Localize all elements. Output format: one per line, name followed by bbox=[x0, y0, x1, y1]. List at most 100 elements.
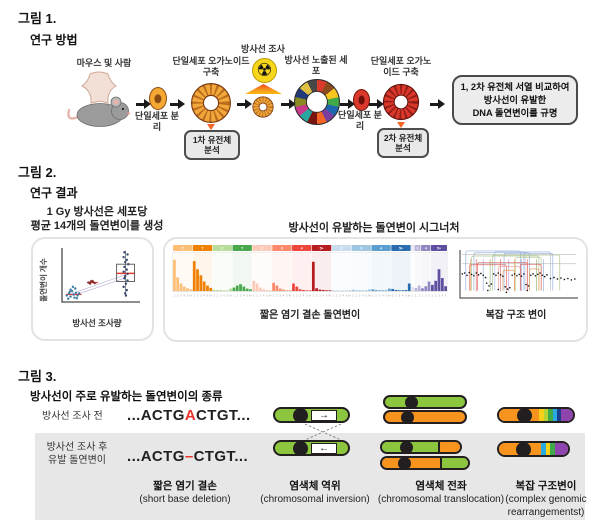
analysis1-line2: 분석 bbox=[204, 145, 220, 155]
type-label-complex: 복잡 구조변이 (complex genomic rearrangementst… bbox=[478, 480, 600, 519]
type-en: (chromosomal translocation) bbox=[377, 494, 505, 505]
indel-caption: 짧은 염기 결손 돌연변이 bbox=[259, 310, 361, 321]
flow-arrow-icon bbox=[340, 99, 355, 110]
dna-after: ...ACTG–CTGT... bbox=[127, 448, 248, 465]
svg-text:1: 1 bbox=[422, 295, 424, 298]
fig3-subheading: 방사선이 주로 유발하는 돌연변이의 종류 bbox=[30, 391, 223, 403]
svg-text:3: 3 bbox=[180, 295, 182, 298]
chromosome-inversion-before: → bbox=[273, 407, 350, 423]
svg-text:T: T bbox=[241, 247, 244, 251]
inversion-arrow-left-icon: ← bbox=[319, 442, 329, 454]
dna-after-prefix: ...ACTG bbox=[127, 448, 185, 465]
svg-text:5: 5 bbox=[445, 295, 447, 298]
svg-text:2: 2 bbox=[435, 295, 437, 298]
stat-line2: 평균 14개의 돌연변이를 생성 bbox=[30, 220, 164, 232]
svg-text:3: 3 bbox=[319, 295, 321, 298]
radiation-beam bbox=[245, 84, 282, 94]
after-row-line2: 유발 돌연변이 bbox=[48, 455, 106, 466]
svg-text:5+: 5+ bbox=[437, 247, 441, 251]
conclusion-box: 1, 2차 유전체 서열 비교하여 방사선이 유발한 DNA 돌연변이를 규명 bbox=[452, 75, 578, 125]
complex-sv-chart bbox=[459, 250, 578, 299]
analysis1-line1: 1차 유전체 bbox=[192, 134, 232, 145]
isolate1-label: 단일세포 분리 bbox=[135, 111, 179, 132]
svg-text:5: 5 bbox=[286, 295, 288, 298]
svg-text:C: C bbox=[221, 247, 224, 251]
svg-text:4: 4 bbox=[263, 295, 265, 298]
radiation-glyph: ☢ bbox=[256, 60, 273, 80]
exposed-cells-label: 방사선 노출된 세포 bbox=[284, 55, 348, 76]
organoid-small-icon bbox=[252, 96, 274, 118]
down-arrow-icon bbox=[207, 124, 215, 130]
svg-text:6+: 6+ bbox=[309, 295, 312, 298]
svg-text:2: 2 bbox=[296, 295, 298, 298]
flow-arrow-icon bbox=[430, 99, 445, 110]
svg-text:4: 4 bbox=[301, 247, 303, 251]
isolate2-label: 단일세포 분리 bbox=[338, 110, 382, 131]
svg-text:6+: 6+ bbox=[269, 295, 272, 298]
svg-text:2: 2 bbox=[177, 295, 179, 298]
svg-text:2: 2 bbox=[316, 295, 318, 298]
svg-text:1: 1 bbox=[412, 295, 414, 298]
svg-text:5: 5 bbox=[187, 295, 189, 298]
svg-text:2: 2 bbox=[425, 295, 427, 298]
conclusion-line1: 1, 2차 유전체 서열 비교하여 bbox=[460, 81, 570, 92]
dna-before-mut: A bbox=[184, 407, 197, 424]
sv-caption: 복잡 구조 변이 bbox=[485, 310, 547, 321]
svg-text:6+: 6+ bbox=[249, 295, 252, 298]
signature-title: 방사선이 유발하는 돌연변이 시그너처 bbox=[288, 222, 460, 234]
svg-text:4: 4 bbox=[184, 295, 186, 298]
single-cell-red-icon bbox=[353, 89, 370, 111]
dna-before: ...ACTGACTGT... bbox=[127, 407, 251, 424]
after-row-label: 방사선 조사 후 유발 돌연변이 bbox=[35, 441, 119, 467]
single-cell-icon bbox=[149, 87, 167, 110]
before-row-label: 방사선 조사 전 bbox=[42, 411, 103, 422]
svg-text:3: 3 bbox=[417, 247, 419, 251]
fig2-subheading: 연구 결과 bbox=[30, 186, 78, 200]
type-label-inversion: 염색체 역위 (chromosomal inversion) bbox=[250, 480, 380, 506]
svg-text:2: 2 bbox=[237, 295, 239, 298]
svg-text:1: 1 bbox=[253, 295, 255, 298]
flow-arrow-icon bbox=[281, 99, 296, 110]
svg-text:1: 1 bbox=[415, 295, 417, 298]
svg-text:1: 1 bbox=[432, 295, 434, 298]
dose-boxplot-chart bbox=[61, 248, 140, 303]
dna-before-prefix: ...ACTG bbox=[127, 407, 185, 424]
analysis2-line2: 분석 bbox=[395, 143, 411, 153]
svg-text:4: 4 bbox=[402, 295, 404, 298]
svg-text:4: 4 bbox=[243, 295, 245, 298]
radiation-icon: ☢ bbox=[252, 58, 277, 83]
mouse-human-label: 마우스 및 사람 bbox=[76, 58, 132, 68]
after-row-line1: 방사선 조사 후 bbox=[46, 442, 108, 453]
svg-text:5: 5 bbox=[346, 295, 348, 298]
mouse-human-illustration bbox=[67, 71, 130, 127]
svg-text:4: 4 bbox=[442, 295, 444, 298]
dna-after-suffix: CTGT... bbox=[193, 448, 249, 465]
analysis2-line1: 2차 유전체 bbox=[383, 132, 423, 143]
fig2-heading: 그림 2. bbox=[18, 165, 57, 180]
svg-text:1: 1 bbox=[313, 295, 315, 298]
fig1-subheading: 연구 방법 bbox=[30, 33, 78, 47]
svg-text:3: 3 bbox=[399, 295, 401, 298]
svg-text:1: 1 bbox=[233, 295, 235, 298]
chromosome-complex-before bbox=[497, 407, 575, 423]
svg-text:5: 5 bbox=[207, 295, 209, 298]
svg-text:6+: 6+ bbox=[209, 295, 212, 298]
svg-text:1: 1 bbox=[372, 295, 374, 298]
svg-text:4: 4 bbox=[382, 295, 384, 298]
type-label-deletion: 짧은 염기 결손 (short base deletion) bbox=[120, 480, 250, 506]
svg-text:1: 1 bbox=[293, 295, 295, 298]
svg-text:4: 4 bbox=[283, 295, 285, 298]
svg-text:5: 5 bbox=[266, 295, 268, 298]
svg-text:4: 4 bbox=[425, 247, 427, 251]
svg-text:2: 2 bbox=[340, 247, 342, 251]
svg-text:2: 2 bbox=[261, 247, 263, 251]
svg-text:5: 5 bbox=[366, 295, 368, 298]
boxplot-xlabel: 방사선 조사량 bbox=[72, 318, 122, 328]
type-ko: 염색체 전좌 bbox=[415, 480, 467, 492]
fig1-heading: 그림 1. bbox=[18, 11, 57, 26]
svg-text:2: 2 bbox=[336, 295, 338, 298]
svg-text:3: 3 bbox=[379, 295, 381, 298]
analysis2-box: 2차 유전체 분석 bbox=[377, 128, 429, 158]
svg-text:3: 3 bbox=[339, 295, 341, 298]
